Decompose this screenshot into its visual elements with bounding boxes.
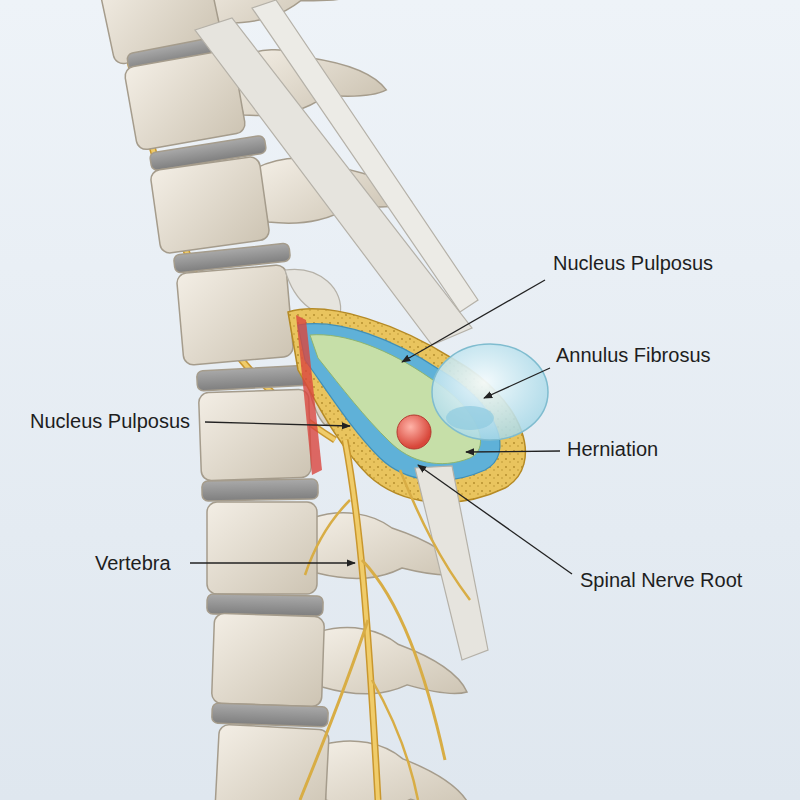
herniation-bulge <box>397 415 431 449</box>
leader-line <box>466 451 560 452</box>
leader-line <box>418 465 572 574</box>
vertebral-body <box>207 502 317 594</box>
nerve-root <box>400 470 470 600</box>
blood-vessel <box>296 315 322 475</box>
part-label: Herniation <box>567 437 658 461</box>
ligament <box>415 466 488 660</box>
leader-lines <box>190 280 572 574</box>
intervertebral-disc <box>202 479 318 501</box>
vertebra <box>176 264 294 365</box>
part-label: Nucleus Pulposus <box>553 251 713 275</box>
nerve-root <box>362 560 445 760</box>
vertebra <box>198 389 311 481</box>
nerve-root <box>345 440 378 800</box>
leader-line <box>205 422 350 426</box>
nucleus-detail <box>446 406 494 430</box>
spinous-process <box>320 739 473 800</box>
nerve-root <box>372 680 418 800</box>
vertebral-body <box>211 613 324 707</box>
part-label: Vertebra <box>95 551 171 575</box>
nerve-roots <box>300 440 470 800</box>
disc <box>202 479 318 501</box>
disc <box>197 365 314 391</box>
vertebral-body <box>198 389 311 481</box>
leader-line <box>484 368 550 398</box>
part-label: Annulus Fibrosus <box>556 343 711 367</box>
ligament <box>195 18 472 345</box>
vertebra <box>215 724 474 800</box>
ligaments <box>195 0 478 345</box>
leader-line <box>402 280 545 362</box>
nerve-root <box>300 620 368 800</box>
ligament <box>252 0 478 312</box>
intervertebral-disc <box>197 365 314 391</box>
leader-line <box>190 562 355 563</box>
part-label: Spinal Nerve Root <box>580 568 742 592</box>
vertebral-body <box>176 264 294 365</box>
disc <box>212 703 329 727</box>
intervertebral-disc <box>212 703 329 727</box>
nucleus-pulposus <box>432 344 548 440</box>
spinous-process <box>317 627 469 698</box>
vertebral-body <box>150 156 271 254</box>
nerve-root <box>345 440 378 800</box>
nerve-root <box>305 500 350 575</box>
vertebral-body <box>215 724 330 800</box>
part-label: Nucleus Pulposus <box>30 409 190 433</box>
